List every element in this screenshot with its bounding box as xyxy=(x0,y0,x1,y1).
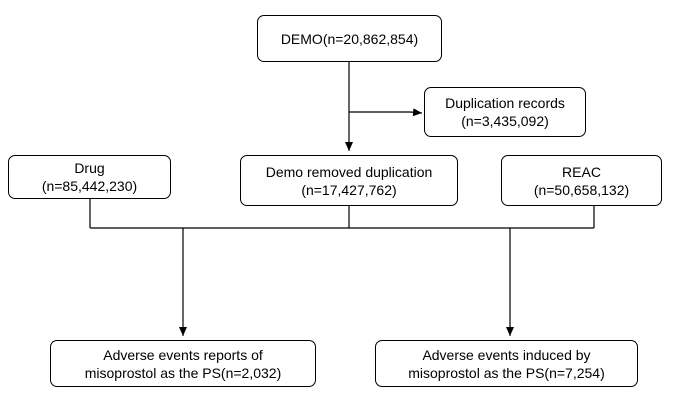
ae-reports-box: Adverse events reports of misoprostol as… xyxy=(50,340,316,387)
ae-induced-line2: misoprostol as the PS(n=7,254) xyxy=(408,364,605,381)
reac-box: REAC (n=50,658,132) xyxy=(501,155,662,206)
drug-count: (n=85,442,230) xyxy=(41,178,138,194)
arrow-to-duplication-records xyxy=(349,108,423,117)
drug-box: Drug (n=85,442,230) xyxy=(8,155,171,199)
ae-reports-line2: misoprostol as the PS(n=2,032) xyxy=(84,364,282,381)
drug-label: Drug xyxy=(74,160,105,176)
duplication-records-box: Duplication records (n=3,435,092) xyxy=(424,87,586,137)
ae-induced-box: Adverse events induced by misoprostol as… xyxy=(375,340,638,387)
ae-reports-line1: Adverse events reports of xyxy=(103,346,263,363)
demo-removed-duplication-count: (n=17,427,762) xyxy=(301,181,397,198)
demo-label: DEMO(n=20,862,854) xyxy=(280,30,419,47)
duplication-records-count: (n=3,435,092) xyxy=(461,113,549,129)
reac-label: REAC xyxy=(562,163,601,180)
demo-removed-duplication-box: Demo removed duplication (n=17,427,762) xyxy=(240,155,458,206)
duplication-records-label: Duplication records xyxy=(445,95,565,111)
demo-box: DEMO(n=20,862,854) xyxy=(257,15,442,62)
reac-count: (n=50,658,132) xyxy=(533,181,630,198)
ae-induced-line1: Adverse events induced by xyxy=(422,346,591,363)
demo-removed-duplication-label: Demo removed duplication xyxy=(265,163,433,180)
